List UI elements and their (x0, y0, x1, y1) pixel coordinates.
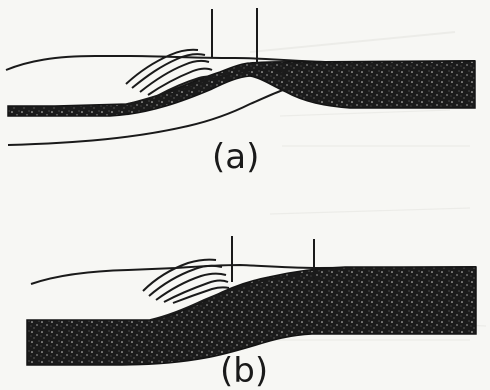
panel-a (6, 8, 475, 145)
panel-a-label: (a) (212, 137, 259, 177)
panel-b-label: (b) (220, 351, 268, 390)
panel-b (27, 236, 476, 365)
